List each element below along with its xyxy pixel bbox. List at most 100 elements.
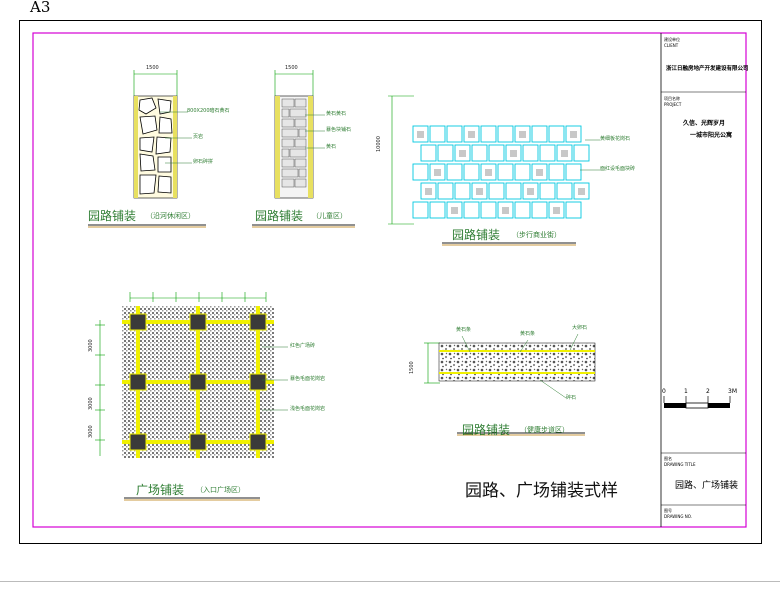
tb-drawing-label-en: DRAWING TITLE — [664, 462, 696, 467]
cyan-tile — [480, 125, 497, 143]
plaza-side-dim-2: 3000 — [88, 397, 94, 410]
cyan-tile — [463, 201, 480, 219]
cyan-tile — [463, 125, 480, 143]
cyan-tile — [488, 144, 505, 162]
cyan-tile — [446, 163, 463, 181]
cyan-tile — [446, 125, 463, 143]
grey-inset-tile — [570, 131, 577, 138]
fitness-dimension: 1500 — [409, 361, 415, 374]
grey-inset-tile — [527, 188, 534, 195]
cyan-tile — [565, 201, 582, 219]
cyan-tile — [556, 144, 573, 162]
kids-subcaption: （儿童区） — [312, 212, 347, 220]
riverside-caption: 园路铺装 — [88, 209, 137, 223]
cyan-tile — [471, 144, 488, 162]
grey-inset-tile — [510, 150, 517, 157]
cyan-tile — [539, 182, 556, 200]
grey-inset-tile — [451, 207, 458, 214]
cyan-tile — [437, 144, 454, 162]
cyan-tile — [429, 125, 446, 143]
grey-inset-tile — [468, 131, 475, 138]
cyan-tile — [454, 144, 471, 162]
cyan-tile — [497, 125, 514, 143]
commercial-caption: 园路铺装 — [452, 228, 501, 242]
plaza-note-2: 暴色毛面花岗岩 — [290, 376, 326, 382]
grey-inset-tile — [434, 169, 441, 176]
kids-note-1: 黄石黄石 — [326, 111, 347, 117]
drawing-main-title: 园路、广场铺装式样 — [465, 481, 618, 501]
detail-kids-path — [252, 70, 355, 228]
riverside-note-2: 页岩 — [193, 134, 204, 140]
cyan-tile — [548, 163, 565, 181]
cyan-tile — [454, 182, 471, 200]
riverside-note-3: 卵石碎拼 — [193, 159, 214, 165]
cyan-tile — [463, 163, 480, 181]
grey-inset-tile — [459, 150, 466, 157]
plaza-caption: 广场铺装 — [136, 483, 185, 497]
commercial-subcaption: （步行商业街） — [512, 231, 561, 239]
cyan-tile — [446, 201, 463, 219]
fitness-note-3: 大卵石 — [572, 325, 588, 331]
cyan-tile — [531, 163, 548, 181]
fitness-subcaption: （健康步道区） — [520, 426, 569, 434]
grey-inset-tile — [417, 131, 424, 138]
tb-project-name-2: 一城市阳光公寓 — [690, 132, 733, 139]
grey-inset-tile — [578, 188, 585, 195]
cyan-tile — [531, 201, 548, 219]
scale-tick-0: 0 — [662, 388, 666, 395]
plaza-side-dim-3: 3000 — [88, 425, 94, 438]
cyan-tile — [548, 125, 565, 143]
fitness-note-4: 碎石 — [566, 395, 577, 401]
cyan-tile — [437, 182, 454, 200]
cyan-tile — [514, 201, 531, 219]
detail-plaza — [95, 292, 288, 501]
cyan-tile — [412, 201, 429, 219]
plaza-side-dim-1: 3000 — [88, 339, 94, 352]
kids-note-3: 黄石 — [326, 144, 337, 150]
plaza-note-3: 浅色毛面花岗岩 — [290, 406, 326, 412]
fitness-caption: 园路铺装 — [462, 423, 511, 437]
cyan-tile — [412, 163, 429, 181]
cyan-tile — [514, 125, 531, 143]
scale-tick-1: 1 — [684, 388, 688, 395]
tb-drawing-label: 图名 — [664, 456, 672, 461]
detail-commercial-path — [388, 95, 600, 246]
kids-dimension: 1500 — [285, 65, 298, 71]
tb-client-label: 建设单位 — [664, 37, 680, 42]
cyan-tile — [565, 125, 582, 143]
riverside-subcaption: （沿河休闲区） — [146, 212, 195, 220]
cyan-tile — [514, 163, 531, 181]
plaza-subcaption: （入口广场区） — [196, 486, 245, 494]
grey-inset-tile — [425, 188, 432, 195]
grey-inset-tile — [561, 150, 568, 157]
cyan-tile — [531, 125, 548, 143]
cyan-tile — [480, 163, 497, 181]
cyan-tile — [556, 182, 573, 200]
cyan-tile — [505, 182, 522, 200]
footer-divider — [0, 581, 780, 582]
grey-inset-tile — [519, 131, 526, 138]
detail-riverside-path — [88, 70, 206, 228]
cyan-tile — [420, 182, 437, 200]
scale-tick-2: 2 — [706, 388, 710, 395]
cyan-tile — [488, 182, 505, 200]
tb-client-name: 浙江日融房地产开发建设有限公司 — [666, 66, 749, 72]
grey-inset-tile — [502, 207, 509, 214]
cyan-tile — [505, 144, 522, 162]
riverside-note-1: 800X200暗石黄石 — [187, 108, 230, 114]
plaza-note-1: 红色广场砖 — [290, 343, 316, 349]
cyan-tile — [522, 144, 539, 162]
tb-drawing-name: 园路、广场铺装 — [675, 481, 739, 491]
cyan-tile — [497, 201, 514, 219]
cyan-tile — [429, 163, 446, 181]
border-frame — [32, 32, 747, 528]
cyan-tile — [429, 201, 446, 219]
grey-inset-tile — [536, 169, 543, 176]
scale-bar — [663, 396, 731, 409]
riverside-dimension: 1500 — [146, 65, 159, 71]
grey-inset-tile — [485, 169, 492, 176]
commercial-dimension: 10000 — [376, 136, 382, 152]
cyan-tile — [412, 125, 429, 143]
commercial-note-1: 黄细板花岗石 — [600, 136, 631, 142]
